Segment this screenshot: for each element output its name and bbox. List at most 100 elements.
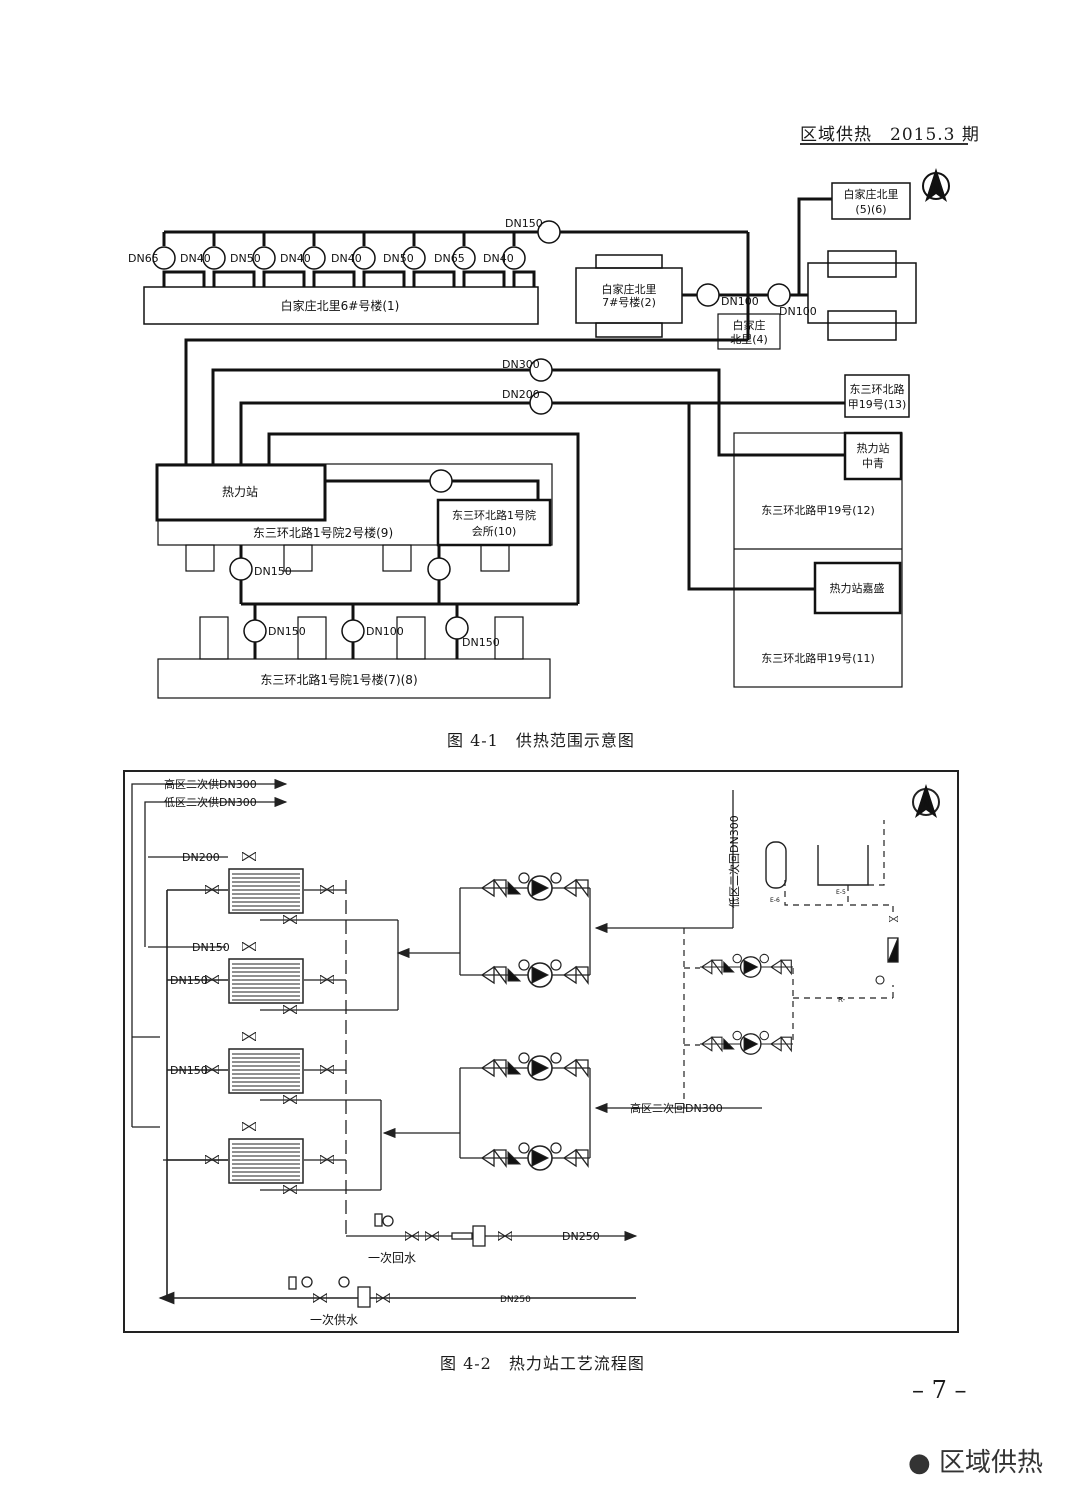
label-dn150-top: DN150 bbox=[505, 217, 543, 230]
label-dn150b: DN150 bbox=[170, 974, 208, 987]
label-prim-supply: 一次供水 bbox=[310, 1313, 358, 1327]
meter-dn200 bbox=[529, 391, 553, 415]
building-4-box bbox=[717, 313, 781, 350]
watermark-text: 区域供热 bbox=[938, 1448, 1043, 1478]
label-dn40b: DN40 bbox=[280, 252, 311, 265]
label-dn150-mid: DN150 bbox=[254, 565, 292, 578]
building-5-6-name-2: (5)(6) bbox=[855, 203, 886, 216]
label-hi-supply: 高区二次供DN300 bbox=[164, 777, 257, 791]
page-number: – 7 – bbox=[912, 1376, 967, 1404]
label-e5: E-5 bbox=[836, 889, 846, 896]
north-arrow-2-icon: N bbox=[912, 784, 940, 818]
label-dn300: DN300 bbox=[502, 358, 540, 371]
pump-high-2 bbox=[480, 1138, 590, 1178]
label-dn150c: DN150 bbox=[170, 1064, 208, 1077]
figure-4-2-frame bbox=[123, 770, 959, 1333]
heat-station-name: 热力站 bbox=[222, 485, 258, 499]
svg-text:N: N bbox=[922, 797, 930, 810]
building-7-8-stubs bbox=[199, 616, 524, 660]
meter-b78-a bbox=[243, 619, 267, 643]
makeup-dashed-lines bbox=[683, 820, 894, 1108]
building-2-name-2: 7#号楼(2) bbox=[602, 295, 656, 309]
building-13-box bbox=[844, 374, 910, 418]
meter-b2 bbox=[696, 283, 720, 307]
label-dn100-low: DN100 bbox=[366, 625, 404, 638]
meter-b10 bbox=[429, 469, 453, 493]
pump-headers bbox=[459, 790, 762, 1158]
heat-exchanger-1 bbox=[228, 868, 304, 914]
makeup-tanks bbox=[765, 841, 869, 889]
label-dn65b: DN65 bbox=[434, 252, 465, 265]
header-rule bbox=[800, 143, 968, 145]
building-2-name-1: 白家庄北里 bbox=[602, 282, 657, 296]
building-7-8-name: 东三环北路1号院1号楼(7)(8) bbox=[260, 672, 417, 687]
label-dn150-right: DN150 bbox=[462, 636, 500, 649]
heat-exchanger-2 bbox=[228, 958, 304, 1004]
journal-issue: 2015.3 期 bbox=[890, 125, 980, 145]
building-9-stubs bbox=[185, 544, 510, 572]
primary-supply-trunk bbox=[158, 889, 636, 1305]
makeup-pump-2 bbox=[700, 1026, 793, 1062]
building-12-name: 东三环北路甲19号(12) bbox=[761, 504, 875, 517]
label-dn250b: DN250 bbox=[500, 1295, 531, 1305]
exchanger-outlets bbox=[260, 889, 460, 1191]
meter-b9-left bbox=[229, 557, 253, 581]
building-10-box bbox=[436, 498, 552, 547]
pump-low-2 bbox=[480, 955, 590, 995]
label-dn150a: DN150 bbox=[192, 941, 230, 954]
meter-b4 bbox=[767, 283, 791, 307]
heat-station-box bbox=[155, 463, 327, 522]
building-5-6-name-1: 白家庄北里 bbox=[844, 187, 899, 201]
building-11-name: 东三环北路甲19号(11) bbox=[761, 652, 875, 665]
figure-4-2-caption: 图 4-2 热力站工艺流程图 bbox=[440, 1354, 645, 1373]
label-dn50a: DN50 bbox=[230, 252, 261, 265]
watermark: ● 区域供热 bbox=[908, 1442, 1043, 1479]
label-lo-return: 低区二次回DN300 bbox=[727, 815, 741, 908]
makeup-pump-1 bbox=[700, 949, 793, 985]
label-dn200: DN200 bbox=[502, 388, 540, 401]
building-4-name-2: 北里(4) bbox=[730, 333, 768, 346]
makeup-valves bbox=[875, 915, 899, 985]
label-dn100a: DN100 bbox=[721, 295, 759, 308]
heat-exchanger-4 bbox=[228, 1138, 304, 1184]
label-r: R- bbox=[838, 996, 846, 1004]
meter-b78-c bbox=[445, 616, 469, 640]
label-hi-return: 高区二次回DN300 bbox=[630, 1101, 723, 1115]
bj-pipes bbox=[682, 197, 832, 297]
meter-b78-b bbox=[341, 619, 365, 643]
building-1-name: 白家庄北里6#号楼(1) bbox=[281, 298, 400, 313]
building-9-name: 东三环北路1号院2号楼(9) bbox=[253, 525, 393, 540]
building-13-name-1: 东三环北路 bbox=[850, 383, 905, 396]
label-prim-return: 一次回水 bbox=[368, 1251, 416, 1265]
label-dn100b: DN100 bbox=[779, 305, 817, 318]
main-pipes bbox=[184, 338, 845, 604]
wechat-icon: ● bbox=[908, 1448, 931, 1478]
primary-fittings bbox=[288, 1213, 512, 1308]
journal-name: 区域供热 bbox=[800, 125, 872, 145]
meter-dn300 bbox=[529, 358, 553, 382]
south-pipes bbox=[239, 545, 578, 659]
svg-text:N: N bbox=[932, 181, 940, 194]
figure-4-1: N bbox=[143, 168, 950, 699]
building-5-6-label-box bbox=[831, 182, 911, 220]
building-1-meters bbox=[152, 220, 561, 270]
figure-4-2-labels: 高区二次供DN300 低区二次供DN300 DN200 DN150 DN150 … bbox=[164, 777, 846, 1327]
label-dn150-left: DN150 bbox=[268, 625, 306, 638]
station-jiasheng-name: 热力站嘉盛 bbox=[830, 581, 885, 595]
meter-b9-right bbox=[427, 557, 451, 581]
label-dn65a: DN65 bbox=[128, 252, 159, 265]
station-zhongqing-name-1: 热力站 bbox=[857, 441, 890, 455]
pump-stubs bbox=[460, 887, 480, 1159]
building-4-name-1: 白家庄 bbox=[733, 318, 766, 332]
building-7-8-box bbox=[157, 658, 551, 699]
station-jiasheng-box bbox=[813, 561, 902, 615]
building-10-name-1: 东三环北路1号院 bbox=[452, 508, 536, 522]
building-10-name-2: 会所(10) bbox=[472, 525, 517, 538]
label-dn40a: DN40 bbox=[180, 252, 211, 265]
label-dn40d: DN40 bbox=[483, 252, 514, 265]
heat-exchanger-3 bbox=[228, 1048, 304, 1094]
label-dn50b: DN50 bbox=[383, 252, 414, 265]
building-5-6-shape bbox=[807, 250, 917, 341]
station-zhongqing-box bbox=[843, 431, 903, 481]
